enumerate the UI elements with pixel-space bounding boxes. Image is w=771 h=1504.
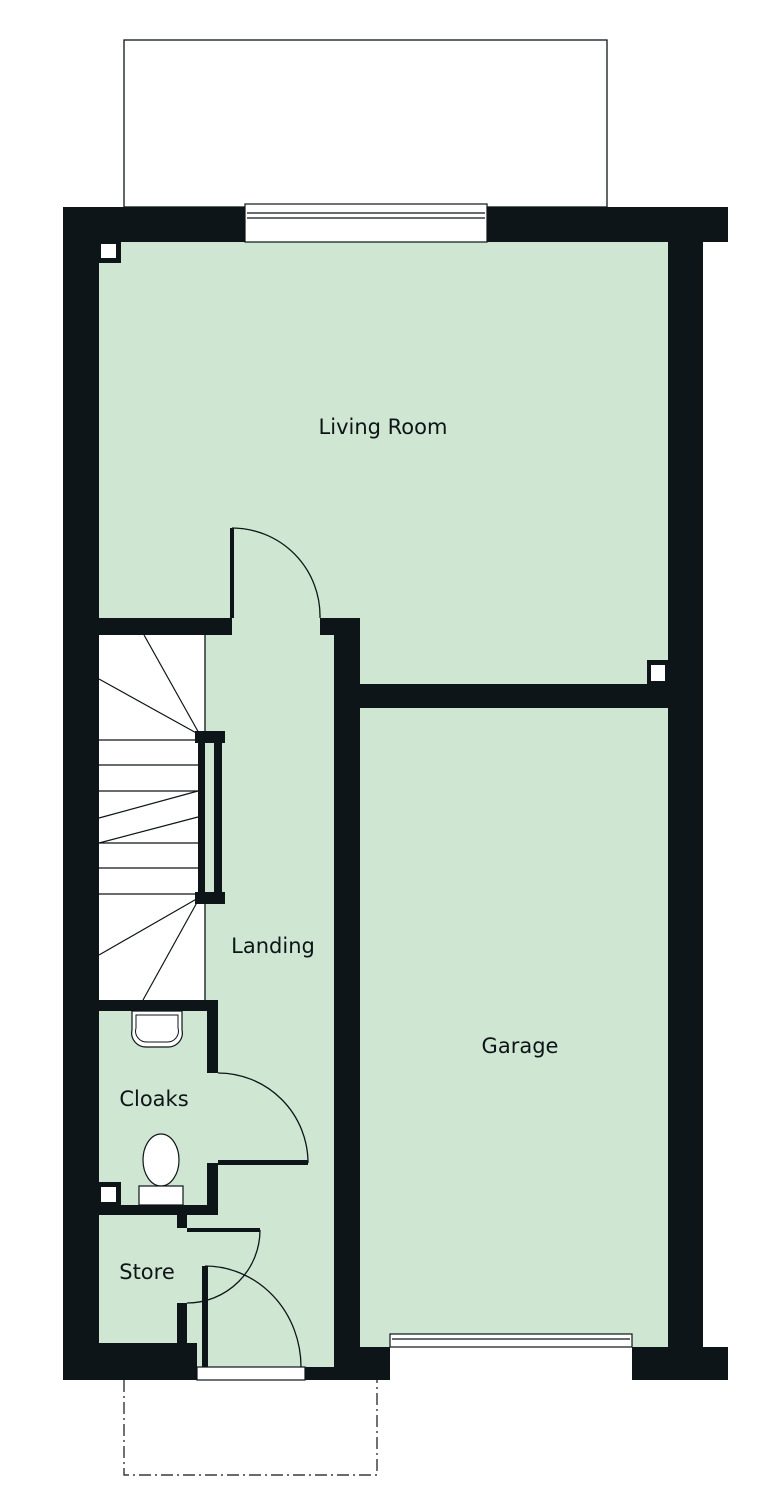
living-room-door[interactable] [230, 527, 321, 619]
handrail [195, 731, 225, 904]
basin-icon [131, 1010, 183, 1048]
room-label-living-room: Living Room [319, 415, 448, 439]
garage-door[interactable] [389, 1333, 633, 1348]
room-fills [99, 242, 668, 1367]
porch-outline [123, 1380, 378, 1476]
garage-fill [360, 708, 668, 1347]
toilet-icon [138, 1133, 184, 1206]
balcony-outline [123, 39, 608, 208]
living-room-fill [99, 242, 668, 618]
living-room-fill [356, 618, 668, 684]
room-label-landing: Landing [231, 934, 315, 958]
front-door-threshold [196, 1366, 306, 1381]
room-label-garage: Garage [482, 1034, 559, 1058]
room-label-store: Store [119, 1260, 175, 1284]
column-squares [99, 242, 668, 1205]
room-label-cloaks: Cloaks [119, 1087, 188, 1111]
interior-walls [99, 618, 668, 1380]
walls [63, 207, 728, 1380]
living-room-window [244, 203, 488, 243]
entrance-fill [197, 1343, 305, 1367]
front-door[interactable] [202, 1265, 302, 1368]
staircase [98, 634, 225, 1001]
cloaks-door[interactable] [217, 1072, 309, 1165]
store-door[interactable] [186, 1228, 261, 1304]
